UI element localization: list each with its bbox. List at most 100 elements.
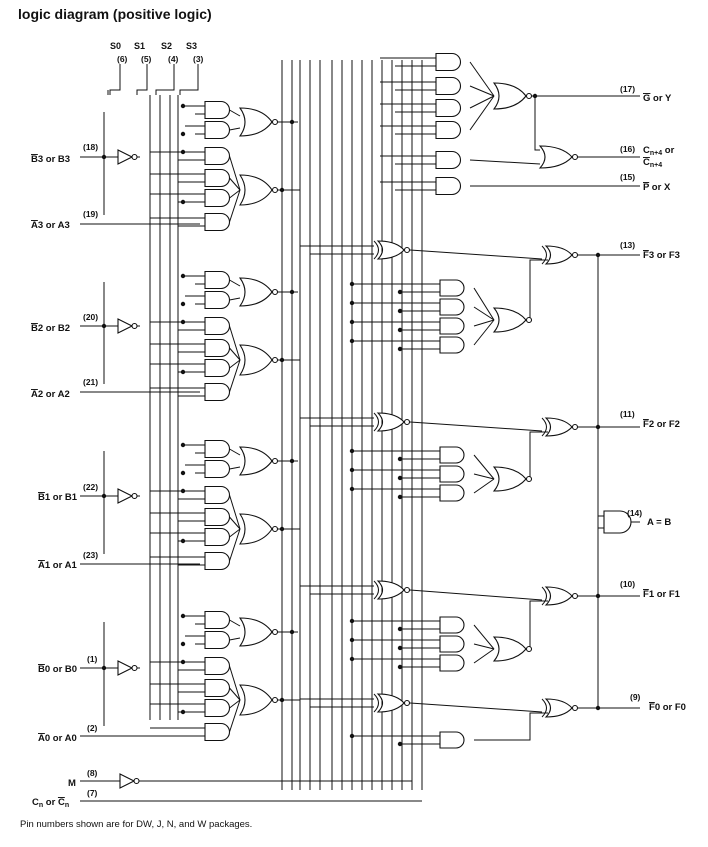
wire (229, 665, 241, 701)
output-f1: (10) F1 or F1 (620, 579, 681, 600)
input-a3-bar: A (31, 220, 38, 231)
junction-dot (180, 659, 186, 665)
inversion-bubble (131, 664, 138, 672)
wire (473, 473, 495, 480)
wire (179, 64, 199, 95)
inversion-bubble (271, 696, 279, 704)
output-f0-label: 0 or F0 (655, 702, 686, 713)
xor-input-arc (541, 586, 547, 606)
select-s3-label: S3 (186, 41, 197, 51)
wire (529, 259, 548, 321)
and-gate (603, 510, 632, 534)
inversion-bubble (403, 586, 411, 594)
output-f3: (13) F3 or F3 (620, 240, 680, 261)
inversion-bubble (525, 316, 533, 324)
input-m: (8) M (68, 768, 98, 789)
select-s1-label: S1 (134, 41, 145, 51)
output-g-bar: G (643, 93, 650, 104)
junction-dot (180, 131, 186, 137)
select-s2-pin: (4) (168, 54, 179, 64)
output-f0-pin: (9) (630, 692, 641, 702)
and-gate (204, 678, 230, 698)
inversion-bubble (131, 492, 138, 500)
select-s1-pin: (5) (141, 54, 152, 64)
inversion-bubble (131, 322, 138, 330)
select-s3-pin: (3) (193, 54, 204, 64)
output-f3-pin: (13) (620, 240, 635, 250)
xnor-gate (376, 240, 405, 260)
xor-input-arc (373, 580, 379, 600)
gates (117, 52, 632, 789)
inversion-bubble (271, 186, 279, 194)
and-gate (204, 382, 230, 402)
svg-text:B0 or B0: B0 or B0 (38, 664, 77, 675)
wire (469, 159, 541, 165)
junction-dot (397, 494, 403, 500)
junction-dot (289, 119, 295, 125)
inversion-bubble (271, 525, 279, 533)
input-m-label: M (68, 778, 76, 789)
nor-gate (238, 513, 273, 545)
junction-dot (180, 149, 186, 155)
wire (229, 448, 241, 456)
nor-gate (492, 466, 527, 492)
wire (409, 702, 543, 713)
junction-dot (180, 319, 186, 325)
footnote: Pin numbers shown are for DW, J, N, and … (20, 819, 253, 830)
and-gate (204, 507, 230, 527)
inversion-bubble (271, 628, 279, 636)
and-gate (435, 76, 461, 96)
inversion-bubble (271, 288, 279, 296)
wire (229, 528, 241, 538)
wire (469, 85, 495, 97)
select-s0-pin: (6) (117, 54, 128, 64)
wire (529, 431, 548, 480)
svg-text:F3 or F3: F3 or F3 (643, 250, 680, 261)
input-a3: (19) A3 or A3 (31, 209, 98, 231)
and-gate (435, 176, 461, 196)
and-gate (204, 168, 230, 188)
and-gate (439, 616, 465, 634)
junction-dot (180, 369, 186, 375)
output-f2: (11) F2 or F2 (620, 409, 680, 430)
and-gate (439, 317, 465, 335)
and-gate (204, 459, 230, 479)
junction-dot (289, 458, 295, 464)
wire (473, 287, 495, 321)
svg-text:B2 or B2: B2 or B2 (31, 323, 70, 334)
output-g: (17) G or Y (620, 84, 672, 104)
wire (229, 359, 241, 393)
output-cn4-pin: (16) (620, 144, 635, 154)
output-g-label: or Y (650, 93, 672, 104)
input-a3-pin: (19) (83, 209, 98, 219)
inversion-bubble (571, 423, 579, 431)
xnor-gate (544, 417, 573, 437)
wire (474, 712, 548, 741)
input-cn-pin: (7) (87, 788, 98, 798)
nor-gate (238, 446, 273, 476)
input-b2-label: 2 or B2 (38, 323, 70, 334)
wire (109, 64, 121, 95)
and-gate (204, 527, 230, 547)
svg-text:A1 or A1: A1 or A1 (38, 560, 77, 571)
select-s2-label: S2 (161, 41, 172, 51)
and-gate (439, 279, 465, 297)
and-gate (204, 270, 230, 290)
junction-dot (595, 252, 601, 258)
wire (473, 478, 495, 494)
wire (469, 61, 495, 97)
svg-text:Cn or Cn: Cn or Cn (32, 797, 69, 809)
wire (473, 319, 495, 346)
wire (469, 95, 495, 131)
and-gate (435, 150, 461, 170)
junction-dot (397, 289, 403, 295)
input-a2-pin: (21) (83, 377, 98, 387)
wire (229, 325, 241, 361)
junction-dot (595, 593, 601, 599)
junction-dot (180, 301, 186, 307)
wire (229, 347, 241, 361)
input-b3-bar: B (31, 154, 38, 165)
wire (473, 648, 495, 664)
wire (229, 127, 241, 131)
xnor-gate (376, 412, 405, 432)
